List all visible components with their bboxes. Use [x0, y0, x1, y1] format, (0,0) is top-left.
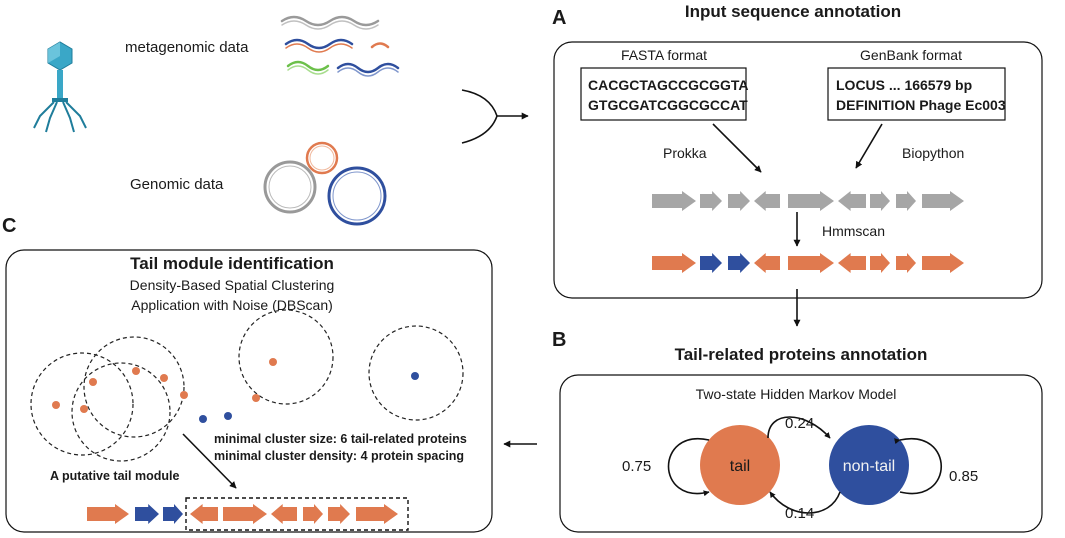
unannotated-gene-row — [652, 191, 964, 211]
hmmscan-label: Hmmscan — [822, 223, 885, 239]
tail-point — [160, 374, 168, 382]
nontail-state-label: non-tail — [843, 458, 895, 475]
panel-c-letter: C — [2, 215, 16, 237]
tail-gene-arrow — [922, 253, 964, 273]
neighborhood-circle — [71, 362, 171, 462]
min-cluster-size-label: minimal cluster size: 6 tail-related pro… — [214, 432, 467, 446]
tail-to-nontail-arrow — [767, 416, 831, 439]
genbank-format-label: GenBank format — [860, 47, 962, 63]
tail-gene-arrow — [896, 253, 916, 273]
tail-point — [180, 391, 188, 399]
neighborhood-circle — [368, 325, 464, 421]
metagenomic-data-label: metagenomic data — [125, 39, 249, 56]
hmm-model-label: Two-state Hidden Markov Model — [696, 386, 897, 402]
tail-self-loop — [667, 437, 710, 497]
fasta-format-label: FASTA format — [621, 47, 707, 63]
prokka-label: Prokka — [663, 145, 707, 161]
tail-point — [269, 358, 277, 366]
tail-state-label: tail — [730, 458, 750, 475]
dbscan-points — [52, 358, 419, 423]
tail-state-node — [700, 425, 780, 505]
panel-b-title: Tail-related proteins annotation — [675, 345, 928, 364]
unannotated-gene-arrow — [896, 191, 916, 211]
genbank-line-2: DEFINITION Phage Ec003 — [836, 97, 1006, 113]
neighborhood-circle — [83, 336, 185, 438]
biopython-label: Biopython — [902, 145, 964, 161]
unannotated-gene-arrow — [652, 191, 696, 211]
unannotated-gene-arrow — [728, 191, 750, 211]
cluster-to-module-arrow — [182, 433, 237, 489]
dbscan-subtitle-line-1: Density-Based Spatial Clustering — [130, 277, 335, 293]
panel-a-letter: A — [552, 7, 566, 29]
annotated-gene-row — [652, 253, 964, 273]
panel-c-box — [5, 249, 493, 533]
tail-gene-arrow — [303, 504, 323, 524]
tail-point — [80, 405, 88, 413]
p-nontail-nontail: 0.85 — [949, 468, 978, 485]
min-cluster-density-label: minimal cluster density: 4 protein spaci… — [214, 449, 464, 463]
tail-point — [132, 367, 140, 375]
unannotated-gene-arrow — [870, 191, 890, 211]
nontail-point — [199, 415, 207, 423]
unannotated-gene-arrow — [788, 191, 834, 211]
nontail-gene-arrow — [135, 504, 159, 524]
nontail-gene-arrow — [728, 253, 750, 273]
tail-gene-arrow — [223, 504, 267, 524]
nontail-point — [411, 372, 419, 380]
genbank-box — [827, 67, 1006, 121]
nontail-to-tail-arrow — [769, 491, 841, 514]
metagenomic-reads-icon — [280, 15, 400, 77]
unannotated-gene-arrow — [754, 191, 780, 211]
genbank-line-1: LOCUS ... 166579 bp — [836, 77, 972, 93]
tail-gene-arrow — [356, 504, 398, 524]
tail-point — [89, 378, 97, 386]
tail-gene-arrow — [788, 253, 834, 273]
dbscan-subtitle-line-2: Application with Noise (DBScan) — [131, 297, 333, 313]
tail-gene-arrow — [754, 253, 780, 273]
p-tail-nontail: 0.24 — [785, 415, 814, 432]
nontail-state-node — [829, 425, 909, 505]
nontail-gene-arrow — [163, 504, 183, 524]
dbscan-neighborhoods — [30, 309, 464, 462]
tail-point — [52, 401, 60, 409]
fasta-line-2: GTGCGATCGGCGCCAT — [588, 97, 748, 113]
unannotated-gene-arrow — [922, 191, 964, 211]
neighborhood-circle — [238, 309, 334, 405]
neighborhood-circle — [30, 352, 134, 456]
tail-gene-arrow — [87, 504, 129, 524]
panel-a-box — [553, 41, 1043, 299]
biopython-arrow — [855, 123, 883, 169]
hmm-transitions — [667, 416, 943, 514]
panel-b-box — [559, 374, 1043, 533]
tail-gene-arrow — [870, 253, 890, 273]
nontail-self-loop — [894, 437, 943, 495]
tail-gene-arrow — [652, 253, 696, 273]
fasta-line-1: CACGCTAGCCGCGGTA — [588, 77, 748, 93]
unannotated-gene-arrow — [700, 191, 722, 211]
panel-c-title: Tail module identification — [130, 254, 334, 273]
tail-point — [252, 394, 260, 402]
nontail-gene-arrow — [700, 253, 722, 273]
genomic-circles-icon — [263, 141, 387, 226]
merge-arrow-icon — [461, 89, 529, 144]
fasta-box — [580, 67, 747, 121]
phage-icon — [33, 41, 87, 133]
tail-module-label: A putative tail module — [50, 469, 179, 483]
tail-module-box — [185, 497, 409, 531]
prokka-arrow — [712, 123, 762, 173]
p-tail-tail: 0.75 — [622, 458, 651, 475]
tail-gene-arrow — [190, 504, 218, 524]
genomic-data-label: Genomic data — [130, 176, 224, 193]
p-nontail-tail: 0.14 — [785, 505, 814, 522]
panel-b-letter: B — [552, 329, 566, 351]
unannotated-gene-arrow — [838, 191, 866, 211]
nontail-point — [224, 412, 232, 420]
tail-module-gene-row — [87, 504, 398, 524]
panel-a-title: Input sequence annotation — [685, 2, 901, 21]
tail-gene-arrow — [838, 253, 866, 273]
tail-gene-arrow — [271, 504, 297, 524]
tail-gene-arrow — [328, 504, 350, 524]
